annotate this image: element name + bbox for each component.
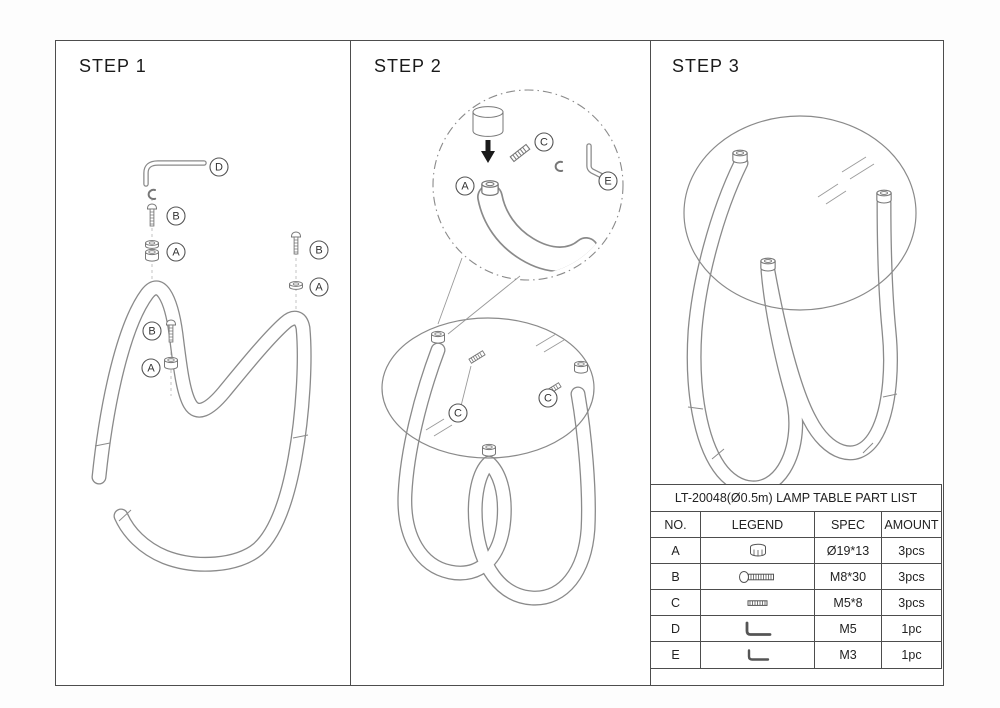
washer-icon [289, 281, 303, 290]
callout-c: C [538, 388, 558, 408]
cap-nut-icon [749, 543, 766, 557]
part-amount: 1pc [901, 648, 922, 662]
allen-key-icon [144, 161, 206, 186]
callout-label: A [315, 282, 323, 294]
allen-key-icon [587, 144, 604, 178]
callout-e: E [598, 171, 618, 191]
part-amount: 1pc [882, 616, 941, 642]
callout-a: A [141, 358, 161, 378]
cap-nut-icon [431, 330, 445, 344]
step3-diagram [683, 115, 917, 488]
cap-nut-icon [481, 180, 499, 196]
clip-ring-icon [147, 188, 157, 201]
callout-c: C [534, 132, 554, 152]
callout-label: D [215, 162, 223, 174]
callout-label: A [147, 363, 155, 375]
part-no: E [651, 642, 701, 668]
detail-tube [490, 197, 586, 259]
callout-b: B [166, 206, 186, 226]
part-no: B [651, 564, 701, 590]
callout-label: C [540, 137, 548, 149]
callout-label: A [461, 181, 469, 193]
callout-b: B [309, 240, 329, 260]
frame-tube [694, 163, 890, 488]
washer-icon [145, 240, 159, 249]
cap-nut-icon [482, 443, 496, 457]
cap-nut-icon [145, 248, 159, 262]
col-header-amount: AMOUNT [882, 512, 941, 538]
allen-key-icon [747, 649, 769, 661]
parts-table: LT-20048(Ø0.5m) LAMP TABLE PART LIST NO.… [650, 484, 942, 669]
detail-leader-lines [437, 257, 521, 335]
set-screw-icon [747, 599, 767, 606]
part-amount: 3pcs [882, 564, 941, 590]
cap-nut-icon [574, 360, 588, 374]
part-legend [701, 564, 815, 590]
cap-nut-icon [876, 189, 892, 204]
part-legend [701, 590, 815, 616]
part-no: A [651, 538, 701, 564]
glass-top [381, 317, 595, 459]
detail-circle [432, 89, 624, 281]
step2-title: STEP 2 [374, 56, 442, 76]
callout-label: B [172, 211, 179, 223]
cap-nut-icon [164, 356, 178, 370]
frame-tube [99, 288, 304, 564]
callout-label: C [544, 393, 552, 405]
callout-c: C [448, 403, 468, 423]
callout-a: A [166, 242, 186, 262]
glass-top [683, 115, 917, 311]
step2-diagram: A C E C C [381, 89, 624, 598]
part-amount: 3pcs [882, 590, 941, 616]
callout-a: A [455, 176, 475, 196]
col-header-legend: LEGEND [701, 512, 815, 538]
callout-b: B [142, 321, 162, 341]
glass-reflection-marks [817, 156, 875, 205]
part-spec: M8*30 [815, 564, 882, 590]
callout-label: B [148, 326, 155, 338]
part-legend [701, 642, 815, 668]
tube-joint-marks [687, 393, 898, 460]
panel-divider-1 [350, 40, 351, 686]
part-spec: M5 [815, 616, 882, 642]
set-screw-icon [509, 143, 531, 163]
allen-key-icon [745, 621, 771, 636]
clip-ring-icon [554, 160, 564, 173]
part-legend [701, 616, 815, 642]
callout-label: A [172, 247, 180, 259]
callout-label: C [454, 408, 462, 420]
cap-nut-icon [760, 257, 776, 272]
part-no: D [651, 616, 701, 642]
insert-arrow-icon [481, 140, 495, 163]
part-amount: 3pcs [882, 538, 941, 564]
part-spec: Ø19*13 [815, 538, 882, 564]
part-spec: M5*8 [815, 590, 882, 616]
panel-divider-2 [650, 40, 651, 686]
parts-table-grid: NO. LEGEND SPEC AMOUNT A Ø19*13 3pcs B [651, 512, 941, 668]
callout-a: A [309, 277, 329, 297]
part-spec: M3 [815, 642, 882, 668]
set-screw-icon [468, 350, 486, 364]
bolt-icon [291, 231, 301, 255]
callout-d: D [209, 157, 229, 177]
bolt-icon [147, 203, 157, 227]
part-legend [701, 538, 815, 564]
step3-title: STEP 3 [672, 56, 740, 76]
callout-label: E [604, 176, 611, 188]
glass-reflection-marks [425, 333, 565, 437]
step1-title: STEP 1 [79, 56, 147, 76]
col-header-spec: SPEC [815, 512, 882, 538]
step1-diagram: D B A B A B A [94, 157, 329, 564]
tube-joint-marks [94, 434, 309, 522]
part-no: C [651, 590, 701, 616]
cap-nut-icon [732, 149, 748, 164]
callout-leader-lines [460, 365, 552, 407]
parts-table-title: LT-20048(Ø0.5m) LAMP TABLE PART LIST [651, 485, 941, 512]
foot-cap-icon [472, 106, 504, 137]
callout-label: B [315, 245, 322, 257]
pan-head-bolt-icon [738, 570, 774, 583]
col-header-no: NO. [651, 512, 701, 538]
allen-key-icon [143, 160, 207, 187]
